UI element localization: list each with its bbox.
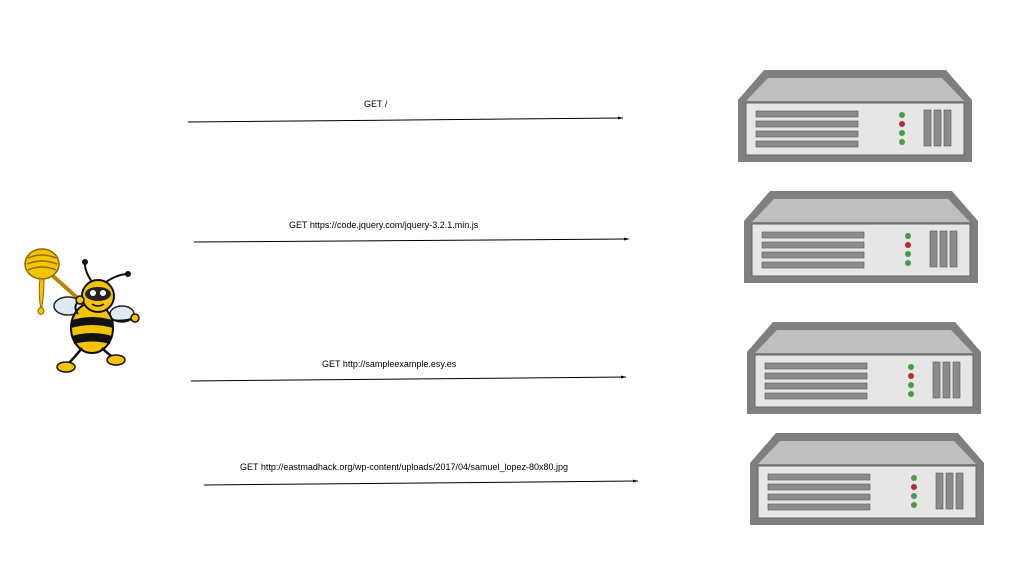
honey-dipper-icon bbox=[24, 248, 84, 315]
request-label-1: GET / bbox=[364, 99, 388, 109]
request-label-3: GET http://sampleexample.esy.es bbox=[322, 359, 457, 369]
request-label-4: GET http://eastmadhack.org/wp-content/up… bbox=[240, 462, 569, 472]
server-rack-icon bbox=[750, 433, 984, 525]
server-rack-icon bbox=[744, 191, 978, 283]
bee-with-honey-dipper-icon bbox=[24, 248, 140, 373]
request-arrow-1 bbox=[187, 116, 624, 123]
request-arrow-4 bbox=[203, 479, 639, 486]
request-arrow-3 bbox=[190, 375, 627, 382]
request-label-2: GET https://code.jquery.com/jquery-3.2.1… bbox=[289, 220, 479, 230]
request-arrow-2 bbox=[193, 237, 630, 243]
server-rack-icon bbox=[747, 322, 981, 414]
server-rack-icon bbox=[738, 70, 972, 162]
